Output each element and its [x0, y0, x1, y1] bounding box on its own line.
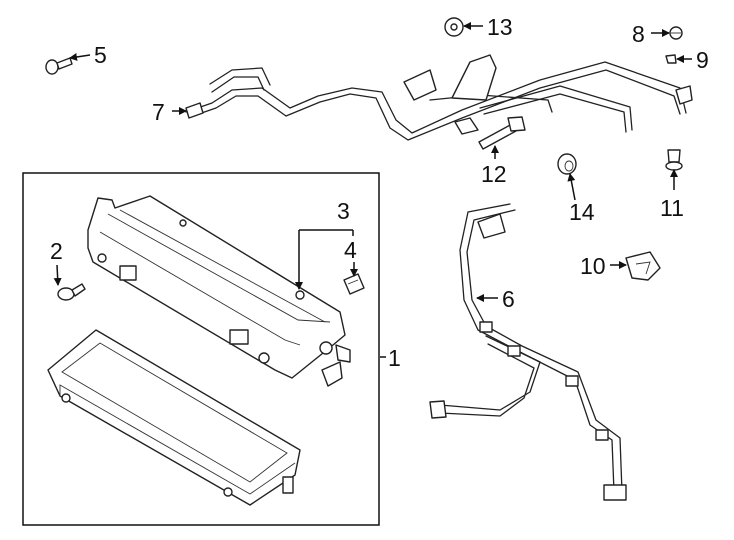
callout-5: 5 [94, 42, 107, 68]
oil-cooler-lower-tray [47, 329, 301, 506]
cap-8 [669, 26, 683, 40]
callout-11: 11 [660, 195, 684, 221]
assembly-frame [22, 172, 380, 526]
screw-5 [45, 57, 73, 75]
leader-3 [299, 229, 354, 236]
callout-4: 4 [344, 237, 357, 263]
callout-10: 10 [580, 253, 606, 279]
bracket-10 [625, 251, 661, 281]
leader-2 [53, 264, 62, 286]
callout-1: 1 [388, 345, 401, 371]
leader-14 [567, 173, 576, 201]
callout-3: 3 [337, 198, 350, 224]
callout-6: 6 [502, 286, 515, 312]
clip-9 [665, 54, 677, 64]
bolt-2 [57, 283, 86, 301]
callout-13: 13 [487, 14, 513, 40]
callout-14: 14 [569, 199, 595, 225]
callout-12: 12 [481, 161, 507, 187]
cooler-lines-7 [185, 54, 693, 141]
callout-7: 7 [152, 99, 165, 125]
hose-assembly-6 [429, 203, 627, 501]
grommet-14 [557, 153, 577, 175]
leader-5 [69, 53, 91, 61]
oil-cooler-upper-housing [87, 195, 351, 387]
callout-9: 9 [696, 47, 709, 73]
callout-8: 8 [632, 21, 645, 47]
clip-4 [343, 273, 365, 295]
nut-13 [444, 17, 464, 37]
bolt-11 [665, 149, 683, 171]
stud-12 [478, 116, 526, 150]
callout-2: 2 [50, 238, 63, 264]
